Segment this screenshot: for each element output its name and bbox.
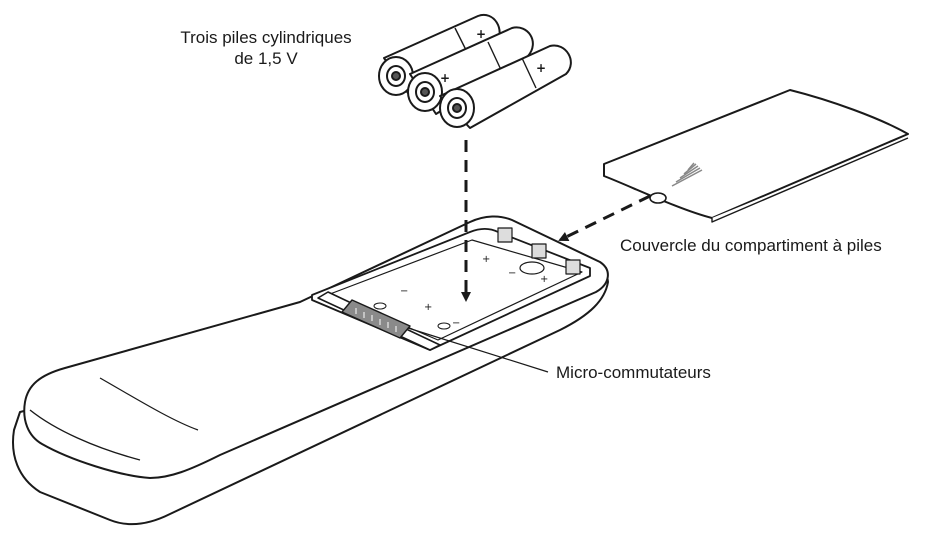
label-batteries-line2: de 1,5 V xyxy=(234,49,298,68)
contact-spring xyxy=(497,227,513,243)
batteries: + + + xyxy=(378,13,572,129)
switch-block xyxy=(341,299,411,339)
leader-line-switches xyxy=(407,327,549,373)
contact-disc xyxy=(437,322,451,330)
polarity-minus: − xyxy=(508,268,516,279)
label-switches: Micro-commutateurs xyxy=(556,363,711,382)
remote-bevel-line xyxy=(99,377,199,431)
cover-body xyxy=(603,89,909,219)
contact-spring xyxy=(531,243,547,259)
remote-left-ridge xyxy=(29,409,141,461)
contact-spring xyxy=(565,259,581,275)
polarity-minus: − xyxy=(400,286,408,297)
cover-latch xyxy=(649,192,667,204)
label-cover: Couvercle du compartiment à piles xyxy=(620,236,882,255)
svg-text:+: + xyxy=(476,27,486,41)
polarity-plus: + xyxy=(482,254,490,265)
svg-text:+: + xyxy=(440,71,450,85)
cover-edge xyxy=(603,137,909,223)
switch-ticks xyxy=(355,308,397,332)
svg-text:+: + xyxy=(536,61,546,75)
label-batteries-line1: Trois piles cylindriques xyxy=(180,28,352,47)
arrow-cover-insert xyxy=(558,194,651,242)
polarity-plus: + xyxy=(540,274,548,285)
battery-cover xyxy=(603,89,909,223)
contact-disc xyxy=(373,302,387,310)
polarity-plus: + xyxy=(424,302,432,313)
battery-compartment: + + + − − − xyxy=(311,227,591,351)
battery: + xyxy=(439,44,572,129)
contact-disc xyxy=(519,261,545,275)
cover-grip-mark xyxy=(671,162,703,187)
polarity-minus: − xyxy=(452,318,460,329)
label-batteries: Trois piles cylindriques de 1,5 V xyxy=(160,27,372,69)
battery: + xyxy=(407,26,534,115)
